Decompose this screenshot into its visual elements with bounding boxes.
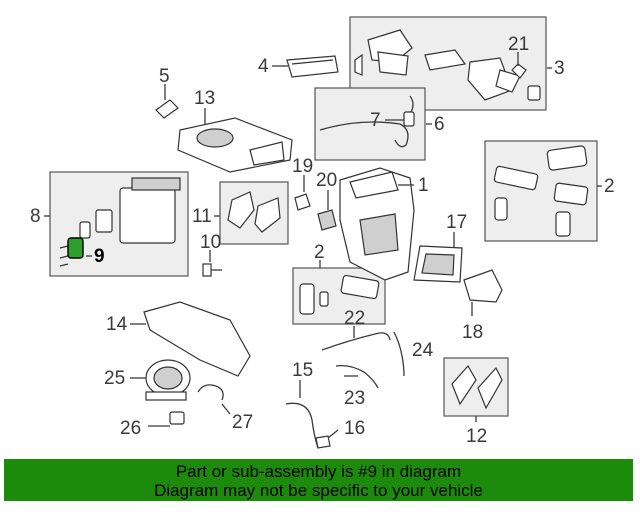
- callout-8: 8: [30, 206, 41, 227]
- part-4-filter: [286, 55, 339, 78]
- callout-11: 11: [192, 206, 212, 227]
- part-1-hvac-module: [339, 167, 415, 281]
- callout-23: 23: [344, 388, 365, 409]
- part-25-blower-motor: [145, 359, 191, 401]
- part-20-actuator: [317, 209, 337, 231]
- part-8-evaporator: [59, 177, 181, 267]
- part-26-resistor: [169, 411, 185, 425]
- part-17-heater-core: [413, 245, 463, 283]
- part-13-case: [177, 117, 293, 173]
- part-19-clip: [294, 193, 311, 211]
- part-9-highlighted[interactable]: [67, 237, 84, 259]
- callout-10: 10: [200, 232, 221, 253]
- callout-14: 14: [106, 314, 128, 335]
- notice-banner: Part or sub-assembly is #9 in diagram Di…: [4, 459, 633, 501]
- callout-18: 18: [462, 322, 483, 343]
- callout-2-center: 2: [314, 242, 325, 263]
- callout-20: 20: [316, 170, 337, 191]
- part-2-seals-center: [299, 274, 380, 315]
- callout-16: 16: [344, 418, 365, 439]
- callout-1: 1: [418, 175, 429, 196]
- part-11-seals: [227, 191, 281, 233]
- part-15-hose: [285, 402, 319, 449]
- part-16-drain: [315, 435, 331, 449]
- part-5-bracket: [155, 99, 179, 119]
- part-27-harness: [197, 384, 224, 401]
- callout-24: 24: [412, 340, 434, 361]
- callout-27: 27: [232, 412, 253, 433]
- callout-21: 21: [508, 34, 529, 55]
- part-6-hose: [319, 95, 415, 148]
- part-21-clip: [511, 63, 527, 79]
- callout-26: 26: [120, 418, 141, 439]
- part-22-23-hoses: [321, 332, 391, 389]
- callout-15: 15: [292, 360, 313, 381]
- part-24-line: [393, 331, 405, 377]
- callout-19: 19: [292, 156, 313, 177]
- callout-7: 7: [370, 110, 381, 131]
- banner-line-1: Part or sub-assembly is #9 in diagram: [175, 462, 462, 481]
- callout-9-highlighted[interactable]: 9: [94, 246, 105, 267]
- callout-labels: 1 2 3 4 5 6 7 8 9 10 11 12 13 14 15 16 1…: [30, 34, 615, 447]
- callout-5: 5: [159, 66, 170, 87]
- callout-17: 17: [446, 212, 467, 233]
- leader-lines: [44, 52, 602, 439]
- part-14-duct: [143, 301, 251, 377]
- callout-22: 22: [344, 308, 365, 329]
- part-3-assembly: [354, 29, 541, 101]
- callout-12: 12: [466, 426, 487, 447]
- part-2-seals-right: [493, 145, 589, 237]
- callout-25: 25: [104, 368, 125, 389]
- part-18-bracket: [463, 269, 503, 303]
- part-12-seals: [451, 364, 503, 410]
- callout-13: 13: [194, 88, 215, 109]
- callout-2-right: 2: [604, 176, 615, 197]
- callout-4: 4: [258, 56, 269, 77]
- part-10-bolt: [202, 263, 222, 277]
- callout-3: 3: [554, 58, 565, 79]
- callout-6: 6: [434, 114, 445, 135]
- banner-line-2: Diagram may not be specific to your vehi…: [154, 481, 483, 500]
